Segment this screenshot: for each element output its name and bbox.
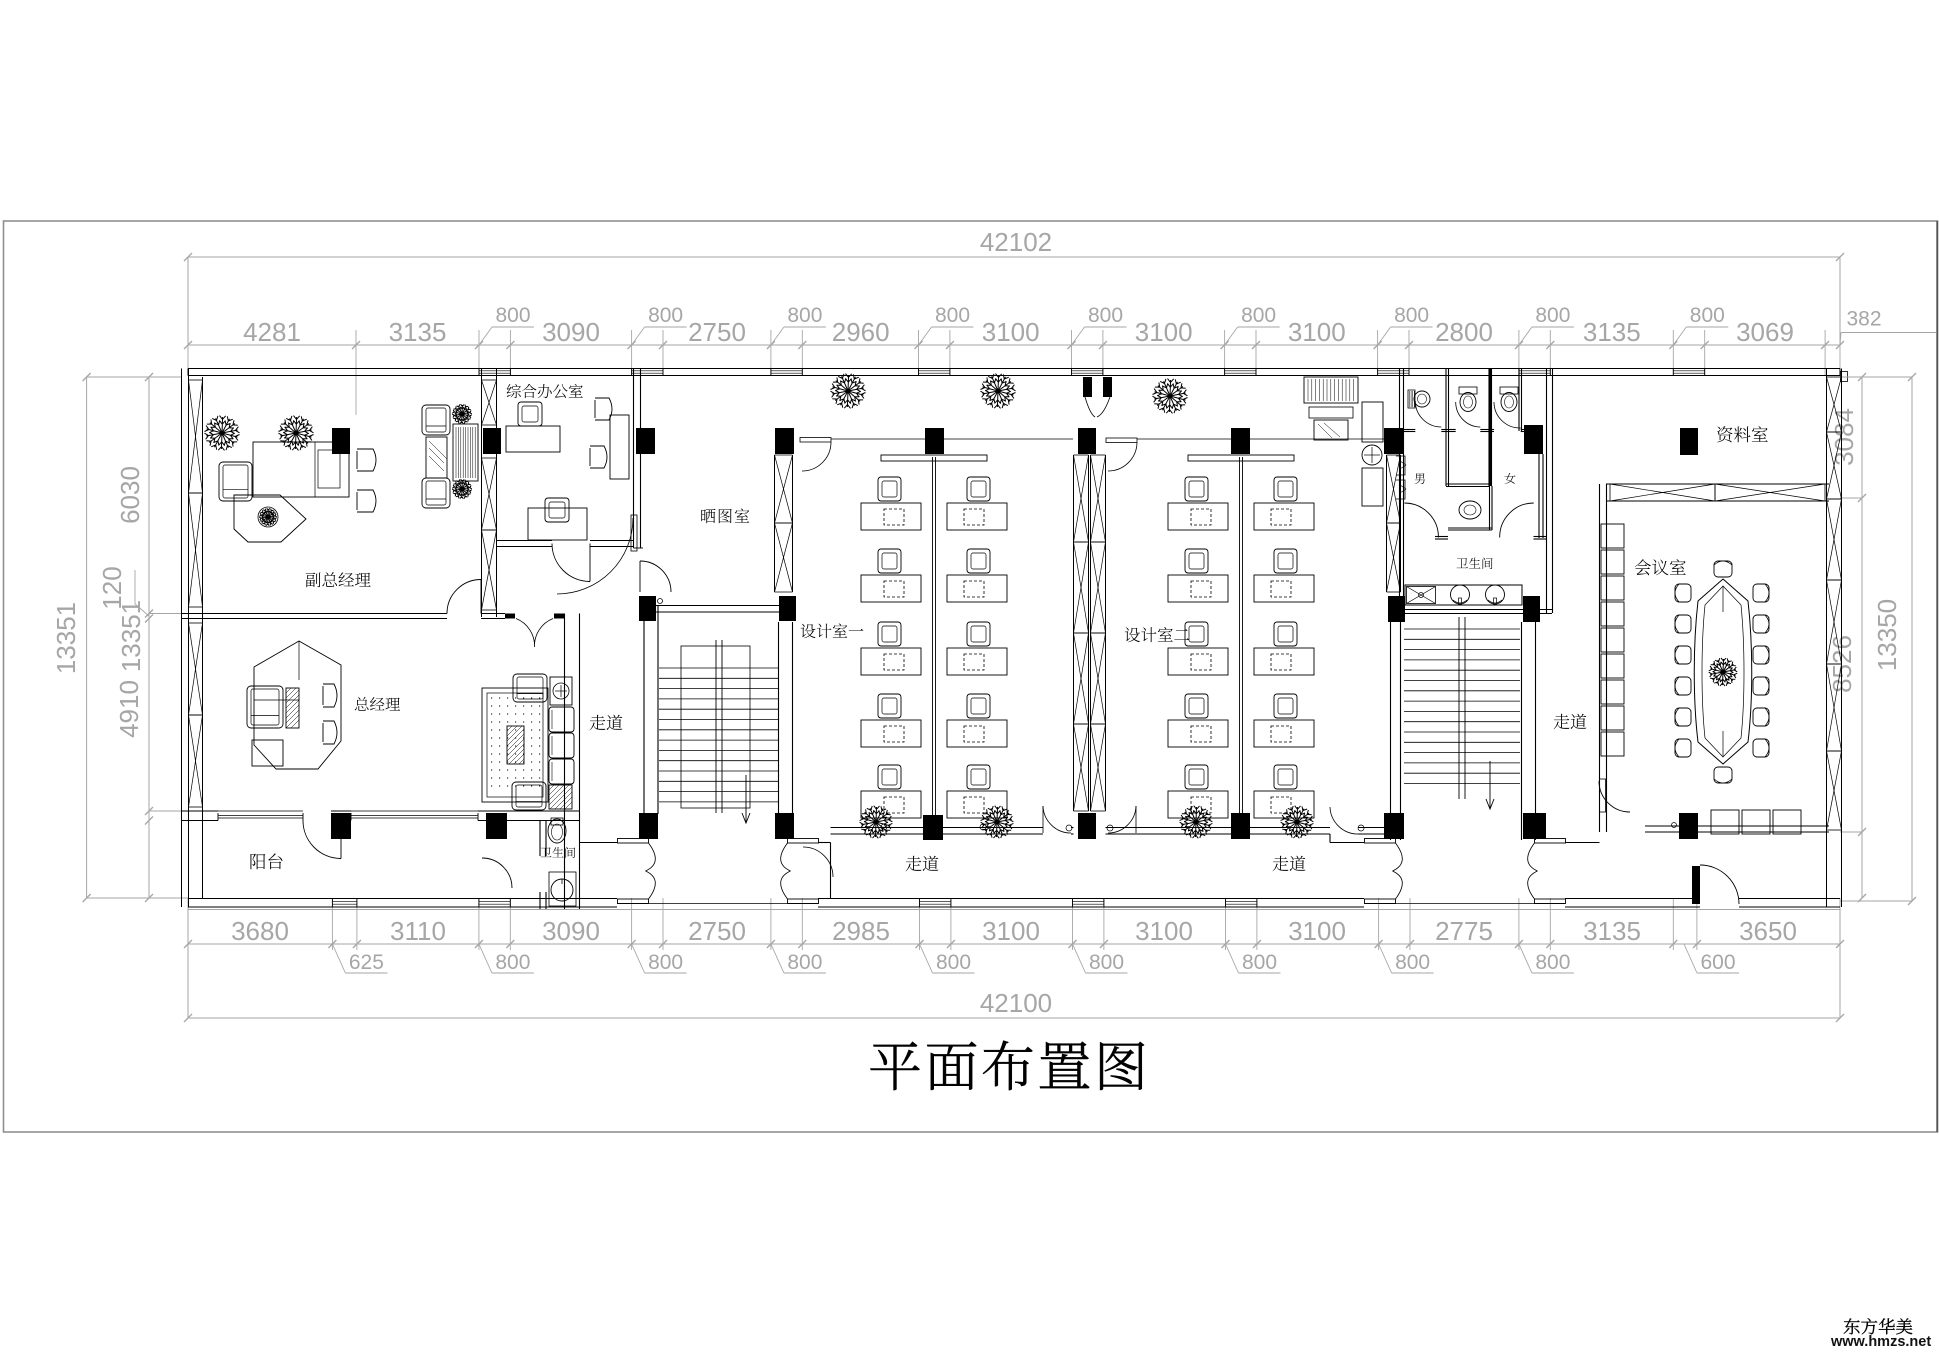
- svg-text:800: 800: [1088, 304, 1123, 327]
- svg-text:2750: 2750: [688, 317, 746, 347]
- svg-text:3100: 3100: [982, 317, 1040, 347]
- svg-text:3069: 3069: [1736, 317, 1794, 347]
- svg-text:3110: 3110: [390, 916, 446, 946]
- svg-text:4910: 4910: [114, 680, 144, 738]
- svg-text:800: 800: [935, 304, 970, 327]
- svg-text:800: 800: [1241, 304, 1276, 327]
- svg-text:2750: 2750: [688, 916, 746, 946]
- svg-text:800: 800: [936, 951, 971, 974]
- svg-text:3090: 3090: [542, 317, 600, 347]
- svg-text:3090: 3090: [542, 916, 600, 946]
- svg-text:3135: 3135: [1583, 317, 1641, 347]
- svg-text:800: 800: [495, 951, 530, 974]
- svg-text:2800: 2800: [1435, 317, 1493, 347]
- svg-text:3100: 3100: [1135, 916, 1193, 946]
- svg-text:2985: 2985: [832, 916, 890, 946]
- svg-text:4281: 4281: [243, 317, 301, 347]
- svg-text:42100: 42100: [980, 988, 1052, 1018]
- svg-text:www.hmzs.net: www.hmzs.net: [1830, 1334, 1931, 1350]
- svg-text:6030: 6030: [115, 466, 145, 524]
- svg-text:625: 625: [349, 951, 384, 974]
- svg-text:13350: 13350: [1872, 599, 1902, 671]
- svg-text:120: 120: [97, 566, 127, 609]
- svg-text:800: 800: [1690, 304, 1725, 327]
- svg-text:3100: 3100: [982, 916, 1040, 946]
- svg-text:13351: 13351: [116, 600, 146, 672]
- svg-text:800: 800: [1242, 951, 1277, 974]
- svg-text:2775: 2775: [1435, 916, 1493, 946]
- svg-text:600: 600: [1700, 951, 1735, 974]
- svg-text:800: 800: [495, 304, 530, 327]
- svg-text:3680: 3680: [231, 916, 289, 946]
- svg-text:13351: 13351: [51, 602, 81, 674]
- svg-text:382: 382: [1846, 308, 1881, 331]
- svg-text:800: 800: [787, 304, 822, 327]
- svg-text:3650: 3650: [1739, 916, 1797, 946]
- svg-text:800: 800: [648, 304, 683, 327]
- svg-text:800: 800: [1535, 304, 1570, 327]
- svg-text:800: 800: [648, 951, 683, 974]
- svg-text:3135: 3135: [389, 317, 447, 347]
- svg-text:3100: 3100: [1288, 317, 1346, 347]
- svg-text:800: 800: [1395, 951, 1430, 974]
- svg-text:800: 800: [1089, 951, 1124, 974]
- svg-text:3100: 3100: [1288, 916, 1346, 946]
- svg-text:42102: 42102: [980, 227, 1052, 257]
- svg-text:800: 800: [787, 951, 822, 974]
- svg-text:3100: 3100: [1135, 317, 1193, 347]
- svg-text:800: 800: [1394, 304, 1429, 327]
- svg-text:3135: 3135: [1583, 916, 1641, 946]
- svg-text:2960: 2960: [832, 317, 890, 347]
- svg-text:3084: 3084: [1829, 408, 1859, 466]
- svg-text:800: 800: [1535, 951, 1570, 974]
